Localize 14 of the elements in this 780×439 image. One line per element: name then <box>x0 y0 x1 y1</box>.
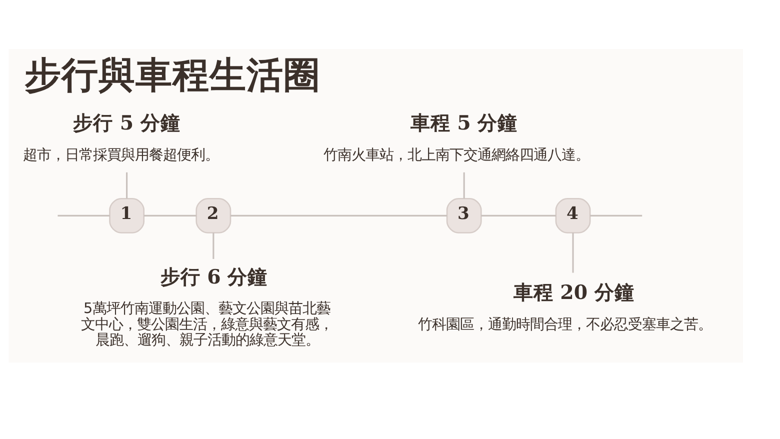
connector <box>572 232 574 272</box>
node-text: 車程 5 分鐘 竹南火車站，北上南下交通網絡四通八達。 <box>324 111 590 164</box>
node-text: 車程 20 分鐘 竹科園區，通勤時間合理，不必忍受塞車之苦。 <box>418 280 712 332</box>
node-text: 步行 5 分鐘 超市，日常採買與用餐超便利。 <box>23 111 220 164</box>
connector <box>58 214 110 216</box>
connector <box>590 214 642 216</box>
node-text: 步行 6 分鐘 5萬坪竹南運動公園、藝文公園與苗北藝文中心，雙公園生活，綠意與藝文有感，晨跑、遛狗、親子活動的綠意天堂。 <box>80 264 333 348</box>
connector <box>126 172 128 198</box>
connector <box>212 232 214 258</box>
connector <box>481 214 556 216</box>
connector <box>463 172 465 198</box>
connector <box>144 214 196 216</box>
connector <box>230 214 448 216</box>
diagram-title: 步行與車程生活圈 <box>24 53 320 96</box>
